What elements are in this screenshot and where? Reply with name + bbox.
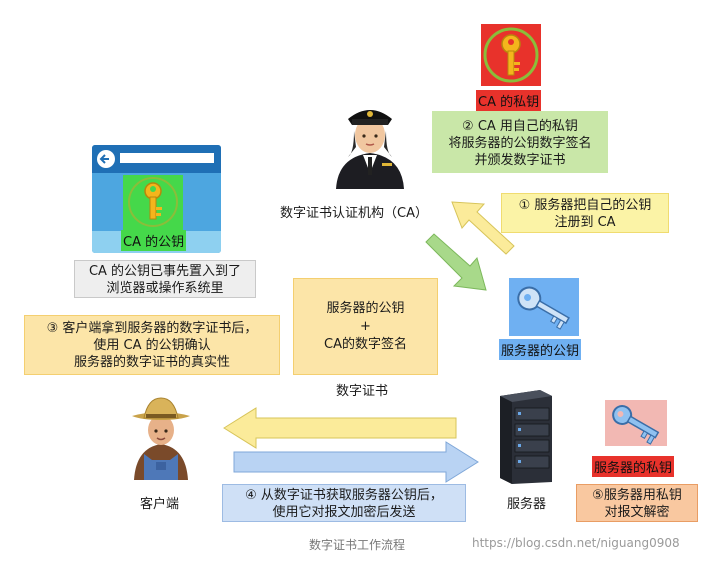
back-arrow-icon (97, 150, 115, 168)
address-bar (120, 153, 214, 163)
send-certificate-arrow (223, 407, 457, 449)
ca-sign-line-1: ② CA 用自己的私钥 (462, 119, 578, 134)
ca-sign-line-2: 将服务器的公钥数字签名 (448, 136, 592, 151)
watermark: https://blog.csdn.net/niguang0908 (472, 536, 680, 550)
certificate-line-3: CA的数字签名 (324, 337, 407, 352)
preinstall-line-1: CA 的公钥已事先置入到了 (88, 264, 242, 279)
ca-public-key-icon (123, 175, 183, 231)
server-public-key-label: 服务器的公钥 (499, 339, 582, 360)
verify-line-1: ③ 客户端拿到服务器的数字证书后， (46, 321, 258, 336)
decrypt-callout: ⑤服务器用私钥 对报文解密 (576, 484, 698, 522)
register-line-2: 注册到 CA (554, 215, 616, 230)
register-line-1: ① 服务器把自己的公钥 (518, 198, 652, 213)
certificate-caption: 数字证书 (336, 384, 389, 399)
register-callout: ① 服务器把自己的公钥 注册到 CA (501, 193, 669, 233)
digital-certificate: 服务器的公钥 + CA的数字签名 (293, 278, 438, 375)
certificate-line-2: + (360, 319, 371, 334)
server-icon (500, 390, 552, 484)
issue-certificate-arrow (425, 233, 487, 291)
ca-sign-line-3: 并颁发数字证书 (474, 153, 566, 168)
certificate-line-1: 服务器的公钥 (326, 301, 405, 316)
client-label: 客户端 (140, 497, 180, 512)
preinstall-line-2: 浏览器或操作系统里 (106, 281, 224, 296)
client-person-icon (132, 397, 190, 480)
server-private-key-icon (605, 400, 667, 446)
verify-line-2: 使用 CA 的公钥确认 (93, 338, 211, 353)
verify-callout: ③ 客户端拿到服务器的数字证书后， 使用 CA 的公钥确认 服务器的数字证书的真… (24, 315, 280, 375)
register-arrow (451, 201, 515, 255)
server-private-key-label: 服务器的私钥 (592, 456, 675, 477)
send-line-2: 使用它对报文加密后发送 (272, 505, 416, 520)
decrypt-line-2: 对报文解密 (604, 505, 670, 520)
server-label: 服务器 (507, 497, 547, 512)
send-line-1: ④ 从数字证书获取服务器公钥后， (245, 488, 443, 503)
ca-private-key-label: CA 的私钥 (476, 90, 542, 111)
ca-sign-callout: ② CA 用自己的私钥 将服务器的公钥数字签名 并颁发数字证书 (432, 111, 608, 173)
send-encrypted-message-arrow (233, 441, 479, 483)
server-public-key-icon (509, 278, 579, 336)
verify-line-3: 服务器的数字证书的真实性 (73, 355, 230, 370)
decrypt-line-1: ⑤服务器用私钥 (592, 488, 682, 503)
ca-authority-label: 数字证书认证机构（CA） (280, 206, 428, 221)
ca-public-key-label: CA 的公钥 (121, 230, 187, 251)
ca-private-key-icon (481, 24, 541, 86)
ca-authority-person-icon (336, 110, 404, 189)
preinstall-callout: CA 的公钥已事先置入到了 浏览器或操作系统里 (74, 260, 256, 298)
send-message-callout: ④ 从数字证书获取服务器公钥后， 使用它对报文加密后发送 (222, 484, 466, 522)
diagram-caption: 数字证书工作流程 (309, 538, 406, 552)
